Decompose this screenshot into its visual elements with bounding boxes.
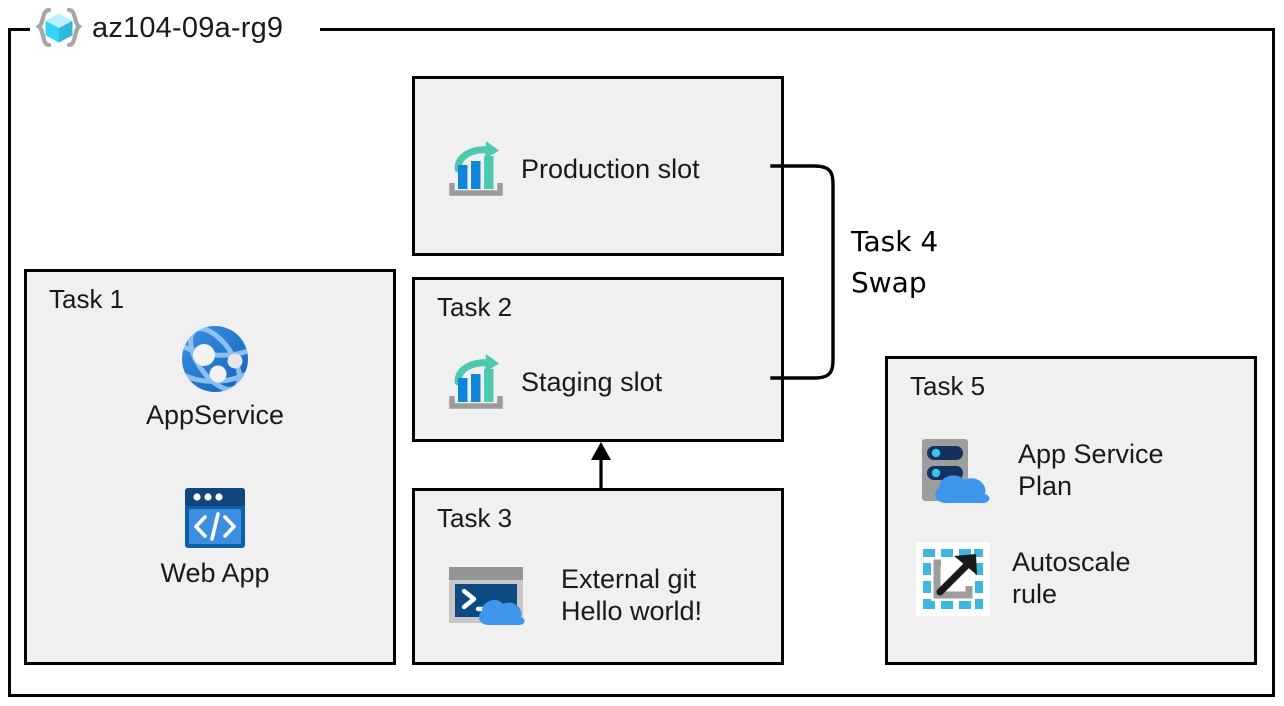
production-slot-label: Production slot [521, 154, 700, 185]
app-service-plan-label: App Service Plan [1018, 439, 1164, 501]
task3-item-external-git: External git Hello world! [445, 563, 702, 629]
autoscale-rule-label: Autoscale rule [1012, 547, 1131, 609]
swap-label: Task 4 Swap [851, 225, 939, 299]
resource-group-header: az104-09a-rg9 [36, 4, 283, 52]
appservice-label: AppService [145, 400, 285, 430]
task5-item-autoscale-rule: Autoscale rule [916, 542, 1131, 616]
task1-box[interactable]: Task 1 [24, 269, 396, 665]
task2-item-staging-slot: Staging slot [445, 352, 662, 414]
app-service-plan-server-cloud-icon [916, 435, 996, 507]
web-app-browser-code-icon [177, 484, 253, 554]
cloud-shell-terminal-icon [445, 563, 533, 629]
task1-item-appservice: AppService [115, 322, 315, 431]
task5-item-app-service-plan: App Service Plan [916, 435, 1164, 507]
task1-item-webapp: Web App [115, 484, 315, 589]
staging-slot-label: Staging slot [521, 367, 663, 398]
production-slot-box[interactable]: Production slot [412, 76, 784, 256]
task5-title: Task 5 [910, 371, 986, 401]
webapp-label: Web App [160, 558, 270, 588]
task5-box[interactable]: Task 5 App Service Plan [885, 356, 1257, 665]
task2-box[interactable]: Task 2 Staging slot [412, 277, 784, 442]
external-git-label: External git Hello world! [561, 564, 703, 626]
deployment-slot-icon [445, 139, 507, 201]
deployment-slot-icon [445, 352, 507, 414]
production-slot-item: Production slot [445, 139, 700, 201]
task1-title: Task 1 [49, 284, 125, 314]
autoscale-rule-icon [916, 542, 990, 616]
task3-title: Task 3 [437, 503, 513, 533]
task3-box[interactable]: Task 3 External git Hello world! [412, 488, 784, 665]
resource-group-name: az104-09a-rg9 [92, 11, 284, 44]
task2-title: Task 2 [437, 292, 513, 322]
app-service-globe-icon [178, 322, 252, 396]
azure-resource-group-cube-icon [36, 6, 82, 50]
